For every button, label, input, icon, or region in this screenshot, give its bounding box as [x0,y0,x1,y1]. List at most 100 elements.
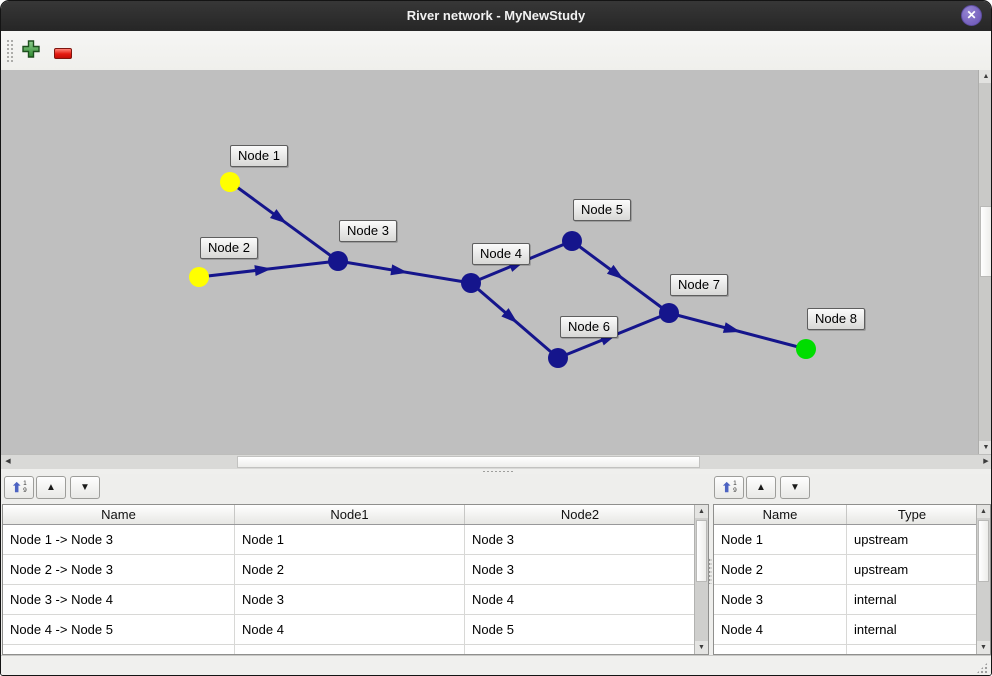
scroll-down-icon[interactable]: ▼ [695,641,708,654]
table-cell[interactable]: Node 2 [714,555,847,584]
table-cell[interactable]: Node 4 -> Node 5 [3,615,235,644]
column-header[interactable]: Node1 [235,505,465,524]
river-node[interactable] [659,303,679,323]
node-label[interactable]: Node 8 [807,308,865,330]
scroll-right-icon[interactable]: ▶ [983,458,989,465]
link-arrow-icon [501,308,518,324]
horizontal-scrollbar-thumb[interactable] [237,456,700,468]
scroll-left-icon[interactable]: ◀ [5,458,11,465]
canvas-vertical-scrollbar[interactable]: ▲ ▼ [978,70,991,454]
table-cell [847,645,978,654]
scroll-up-icon[interactable]: ▲ [695,505,708,518]
table-cell [3,645,235,654]
table-cell[interactable]: internal [847,615,978,644]
table-cell[interactable]: Node 4 [714,615,847,644]
node-label[interactable]: Node 3 [339,220,397,242]
column-header[interactable]: Name [714,505,847,524]
scroll-down-icon[interactable]: ▼ [977,641,990,654]
node-label[interactable]: Node 4 [472,243,530,265]
table-cell[interactable]: Node 4 [235,615,465,644]
node-label[interactable]: Node 2 [200,237,258,259]
river-node[interactable] [220,172,240,192]
links-move-up-button[interactable]: ▲ [36,476,66,499]
table-row-empty [3,645,708,654]
nodes-table-scrollbar[interactable]: ▲ ▼ [976,505,990,654]
link-arrow-icon [606,264,624,280]
river-node[interactable] [562,231,582,251]
table-scrollbar-thumb[interactable] [696,520,707,582]
link-arrow-icon [254,265,272,277]
node-label[interactable]: Node 7 [670,274,728,296]
table-scrollbar-thumb[interactable] [978,520,989,582]
table-splitter-handle[interactable] [708,558,712,584]
nodes-move-up-button[interactable]: ▲ [746,476,776,499]
table-cell[interactable]: Node 2 -> Node 3 [3,555,235,584]
node-label[interactable]: Node 6 [560,316,618,338]
table-cell[interactable]: upstream [847,555,978,584]
table-cell[interactable]: Node 1 [235,525,465,554]
node-label[interactable]: Node 5 [573,199,631,221]
column-header[interactable]: Name [3,505,235,524]
scroll-down-icon[interactable]: ▼ [979,441,991,454]
titlebar[interactable]: River network - MyNewStudy ✕ [1,1,991,32]
river-node[interactable] [461,273,481,293]
table-cell[interactable]: Node 3 [714,585,847,614]
splitter-handle-icon [482,470,514,473]
scroll-up-icon[interactable]: ▲ [977,505,990,518]
add-button[interactable] [20,39,42,61]
canvas-horizontal-scrollbar[interactable]: ◀ ▶ [1,454,991,469]
link-arrow-icon [390,264,409,276]
table-cell[interactable]: Node 3 [235,585,465,614]
table-cell [465,645,696,654]
river-node[interactable] [796,339,816,359]
table-cell[interactable]: Node 1 [714,525,847,554]
links-table-scrollbar[interactable]: ▲ ▼ [694,505,708,654]
table-cell[interactable]: Node 5 [465,615,696,644]
scroll-up-icon[interactable]: ▲ [979,70,991,83]
river-node[interactable] [548,348,568,368]
column-header[interactable]: Node2 [465,505,696,524]
table-cell [235,645,465,654]
table-cell[interactable]: upstream [847,525,978,554]
table-cell[interactable]: Node 3 [465,555,696,584]
resize-grip-icon[interactable] [976,662,988,674]
vertical-scrollbar-thumb[interactable] [980,206,991,277]
pane-splitter[interactable] [1,469,991,474]
move-up-icon: ▲ [756,482,766,493]
table-cell[interactable]: Node 1 -> Node 3 [3,525,235,554]
river-node[interactable] [189,267,209,287]
column-header[interactable]: Type [847,505,978,524]
table-cell[interactable]: Node 3 -> Node 4 [3,585,235,614]
toolbar-drag-handle[interactable] [6,39,14,63]
close-button[interactable]: ✕ [961,5,982,26]
close-icon: ✕ [966,8,977,22]
table-cell[interactable]: Node 3 [465,525,696,554]
table-cell[interactable]: Node 4 [465,585,696,614]
remove-button[interactable] [52,39,74,61]
table-row-empty [714,645,990,654]
move-down-icon: ▼ [790,482,800,493]
river-node[interactable] [328,251,348,271]
node-label[interactable]: Node 1 [230,145,288,167]
nodes-move-down-button[interactable]: ▼ [780,476,810,499]
table-cell[interactable]: Node 2 [235,555,465,584]
links-move-down-button[interactable]: ▼ [70,476,100,499]
table-cell[interactable]: internal [847,585,978,614]
river-network-canvas[interactable]: Node 1 Node 2 Node 3 Node 4 Node 5 Node 6 Node… [1,70,978,454]
